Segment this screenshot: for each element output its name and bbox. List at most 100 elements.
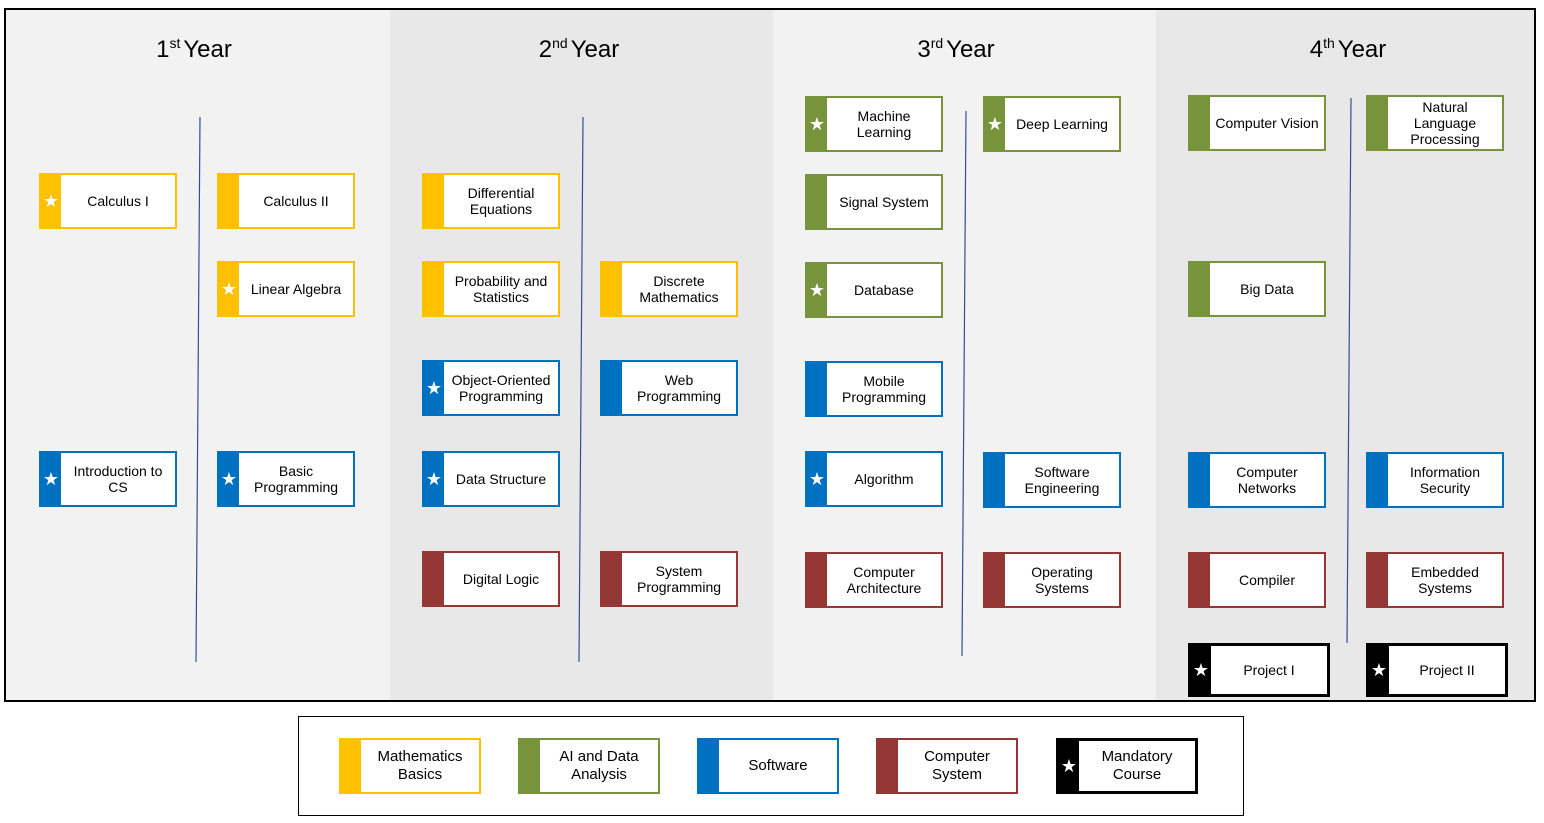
category-bar: ★ <box>41 175 61 227</box>
star-icon: ★ <box>425 469 443 489</box>
semester-divider-4 <box>1346 97 1352 644</box>
course-natural-language-processing: Natural Language Processing <box>1366 95 1504 151</box>
legend-item-sys: Computer System <box>876 738 1018 794</box>
course-web-programming: Web Programming <box>600 360 738 416</box>
legend-label: Computer System <box>924 748 990 783</box>
star-icon: ★ <box>808 469 826 489</box>
course-label: Algorithm <box>854 471 914 487</box>
course-linear-algebra: ★Linear Algebra <box>217 261 355 317</box>
year-word: Year <box>946 36 995 63</box>
star-icon: ★ <box>220 279 238 299</box>
category-bar <box>602 362 622 414</box>
course-intro-to-cs: ★ Introduction to CS <box>39 451 177 507</box>
star-icon: ★ <box>42 469 60 489</box>
category-bar <box>1190 454 1210 506</box>
category-bar: ★ <box>424 362 444 414</box>
course-label: Mobile Programming <box>841 373 927 405</box>
course-project-1: ★ Project I <box>1188 643 1330 697</box>
course-discrete-mathematics: Discrete Mathematics <box>600 261 738 317</box>
category-bar <box>424 175 444 227</box>
category-bar <box>1368 554 1388 606</box>
category-bar <box>424 553 444 605</box>
course-compiler: Compiler <box>1188 552 1326 608</box>
course-label: Computer Networks <box>1236 464 1298 496</box>
course-label: Probability and Statistics <box>454 273 548 305</box>
year-word: Year <box>183 36 232 63</box>
course-calculus-1: ★ Calculus I <box>39 173 177 229</box>
course-label: Project I <box>1243 662 1295 678</box>
legend-item-ai: AI and Data Analysis <box>518 738 660 794</box>
legend-label: Mathematics Basics <box>377 748 463 783</box>
course-system-programming: System Programming <box>600 551 738 607</box>
category-bar: ★ <box>1191 646 1211 694</box>
course-database: ★ Database <box>805 262 943 318</box>
course-machine-learning: ★Machine Learning <box>805 96 943 152</box>
course-label: Calculus I <box>87 193 149 209</box>
category-bar: ★ <box>807 453 827 505</box>
course-computer-architecture: Computer Architecture <box>805 552 943 608</box>
course-label: Natural Language Processing <box>1410 99 1480 147</box>
category-bar <box>807 176 827 228</box>
course-mobile-programming: Mobile Programming <box>805 361 943 417</box>
semester-divider-1 <box>195 116 201 663</box>
course-software-engineering: Software Engineering <box>983 452 1121 508</box>
category-bar <box>1368 454 1388 506</box>
category-bar: ★ <box>807 264 827 316</box>
course-signal-system: Signal System <box>805 174 943 230</box>
course-label: Project II <box>1419 662 1475 678</box>
year-suffix: th <box>1323 35 1335 51</box>
year-suffix: nd <box>552 35 568 51</box>
course-label: Deep Learning <box>1016 116 1108 132</box>
course-label: Basic Programming <box>253 463 339 495</box>
star-icon: ★ <box>808 114 826 134</box>
course-embedded-systems: Embedded Systems <box>1366 552 1504 608</box>
category-bar <box>219 175 239 227</box>
legend-item-sw: Software <box>697 738 839 794</box>
course-data-structure: ★ Data Structure <box>422 451 560 507</box>
course-algorithm: ★ Algorithm <box>805 451 943 507</box>
year-word: Year <box>1337 36 1387 63</box>
year-suffix: rd <box>930 35 944 51</box>
year-number: 4 <box>1309 36 1324 63</box>
course-label: Compiler <box>1238 572 1295 588</box>
legend-item-mand: ★Mandatory Course <box>1056 738 1198 794</box>
course-object-oriented-programming: ★ Object-Oriented Programming <box>422 360 560 416</box>
course-calculus-2: Calculus II <box>217 173 355 229</box>
star-icon: ★ <box>1060 756 1078 776</box>
course-label: Data Structure <box>455 471 547 487</box>
star-icon: ★ <box>425 378 443 398</box>
year-number: 2 <box>538 36 553 63</box>
star-icon: ★ <box>1192 660 1210 680</box>
course-label: Signal System <box>839 194 929 210</box>
course-computer-vision: Computer Vision <box>1188 95 1326 151</box>
semester-divider-2 <box>578 116 584 663</box>
category-bar <box>807 363 827 415</box>
star-icon: ★ <box>1370 660 1388 680</box>
category-bar: ★ <box>424 453 444 505</box>
course-label: Embedded Systems <box>1411 564 1479 596</box>
legend: Mathematics Basics AI and Data Analysis So… <box>298 716 1244 816</box>
course-basic-programming: ★ Basic Programming <box>217 451 355 507</box>
semester-divider-3 <box>961 110 967 657</box>
course-label: Object-Oriented Programming <box>451 372 551 404</box>
category-bar: ★ <box>1059 741 1079 791</box>
category-bar: ★ <box>807 98 827 150</box>
course-label: Database <box>854 282 914 298</box>
course-label: Web Programming <box>636 372 722 404</box>
course-label: Computer Architecture <box>846 564 922 596</box>
legend-label: Software <box>748 757 808 774</box>
year-number: 1 <box>156 36 170 63</box>
category-bar <box>807 554 827 606</box>
course-deep-learning: ★ Deep Learning <box>983 96 1121 152</box>
course-label: Introduction to CS <box>73 463 163 495</box>
star-icon: ★ <box>808 280 826 300</box>
course-label: Calculus II <box>263 193 329 209</box>
course-big-data: Big Data <box>1188 261 1326 317</box>
course-digital-logic: Digital Logic <box>422 551 560 607</box>
course-information-security: Information Security <box>1366 452 1504 508</box>
star-icon: ★ <box>986 114 1004 134</box>
category-bar: ★ <box>219 453 239 505</box>
